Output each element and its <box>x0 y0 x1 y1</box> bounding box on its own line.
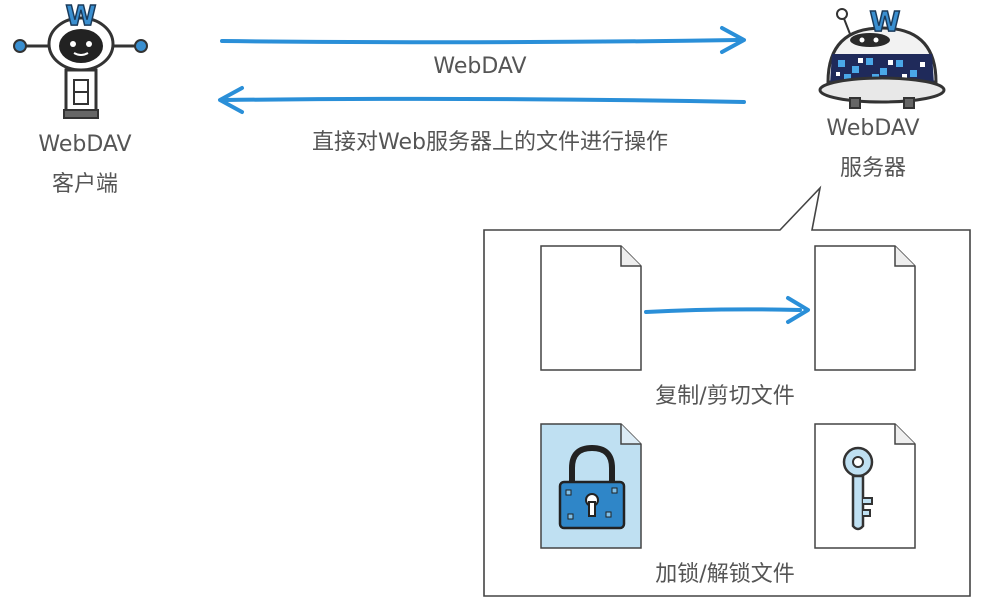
key-icon <box>842 446 874 531</box>
server-label-line1: WebDAV <box>826 116 920 141</box>
unlock-document-icon <box>814 423 916 549</box>
server-robot-icon <box>818 8 946 109</box>
response-arrow-label: 直接对Web服务器上的文件进行操作 <box>312 130 668 155</box>
client-label-line1: WebDAV <box>38 132 132 157</box>
copy-operation-label: 复制/剪切文件 <box>655 384 795 409</box>
copy-source-document-icon <box>540 245 642 371</box>
client-robot: W <box>10 0 155 125</box>
copy-target-document-icon <box>814 245 916 371</box>
server-label-line2: 服务器 <box>839 156 906 181</box>
client-label-line2: 客户端 <box>51 172 118 197</box>
lock-operation-label: 加锁/解锁文件 <box>655 562 795 587</box>
request-arrow-label: WebDAV <box>433 54 527 79</box>
server-logo-letter: W <box>869 5 901 39</box>
client-robot-icon <box>13 16 148 119</box>
server-robot: W <box>810 2 950 114</box>
copy-arrow-icon <box>644 296 810 324</box>
client-logo-letter: W <box>65 0 97 32</box>
padlock-icon <box>558 444 626 530</box>
